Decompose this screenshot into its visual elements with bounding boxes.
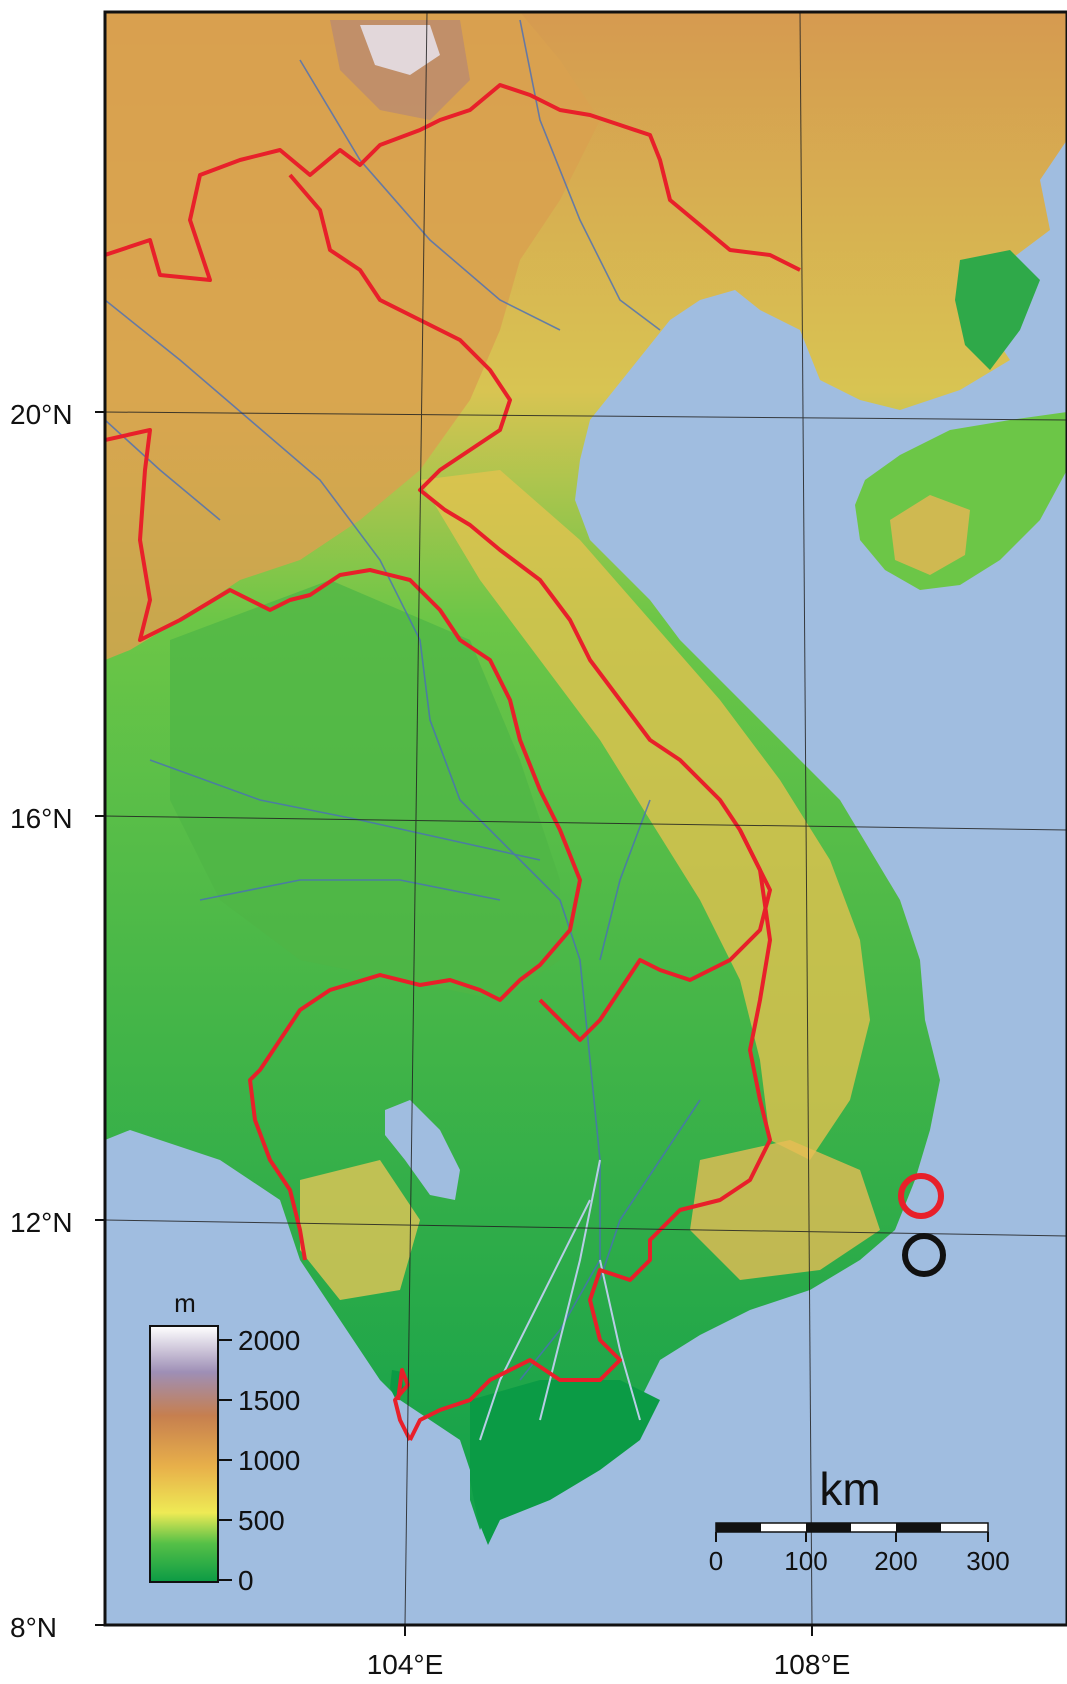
cardamom-mountains [300,1160,420,1300]
legend-color-bar [149,1325,219,1583]
national-borders [105,83,801,1441]
scale-tick-200: 200 [874,1546,917,1576]
southern-highlands [690,1140,880,1280]
delta-channels [479,1159,641,1441]
scale-tick-300: 300 [966,1546,1009,1576]
legend-tick-1500: 1500 [238,1385,300,1416]
legend-tick-1000: 1000 [238,1445,300,1476]
leizhou-peninsula [955,250,1040,370]
legend-tick-500: 500 [238,1505,285,1536]
map-frame [103,10,1067,1627]
legend-tick-0: 0 [238,1565,254,1596]
scale-tick-100: 100 [784,1546,827,1576]
lat-label-12n: 12°N [10,1207,73,1238]
central-plateau [170,580,560,1000]
snow-peaks [360,25,440,75]
lat-label-20n: 20°N [10,399,73,430]
elevation-legend: m 2000 1500 1000 500 0 [149,1288,300,1596]
scale-bar: km 0 100 200 300 [709,1463,1010,1576]
longitude-ticks [404,1625,813,1636]
tonle-sap-lake [385,1100,460,1200]
lat-label-8n: 8°N [10,1612,57,1643]
lon-label-108e: 108°E [774,1649,851,1680]
annamite-range [420,470,870,1160]
red-circle-marker [898,1173,944,1219]
northern-highlands [105,12,600,660]
legend-unit: m [174,1288,196,1318]
black-circle-marker [902,1233,946,1277]
graticule [105,12,1067,1625]
mekong-delta [470,1380,660,1545]
lon-label-104e: 104°E [367,1649,444,1680]
legend-tick-2000: 2000 [238,1325,300,1356]
scale-tick-0: 0 [709,1546,723,1576]
scale-unit: km [819,1463,880,1515]
hainan-highlands [890,495,970,575]
latitude-ticks [95,411,105,1626]
lat-label-16n: 16°N [10,803,73,834]
